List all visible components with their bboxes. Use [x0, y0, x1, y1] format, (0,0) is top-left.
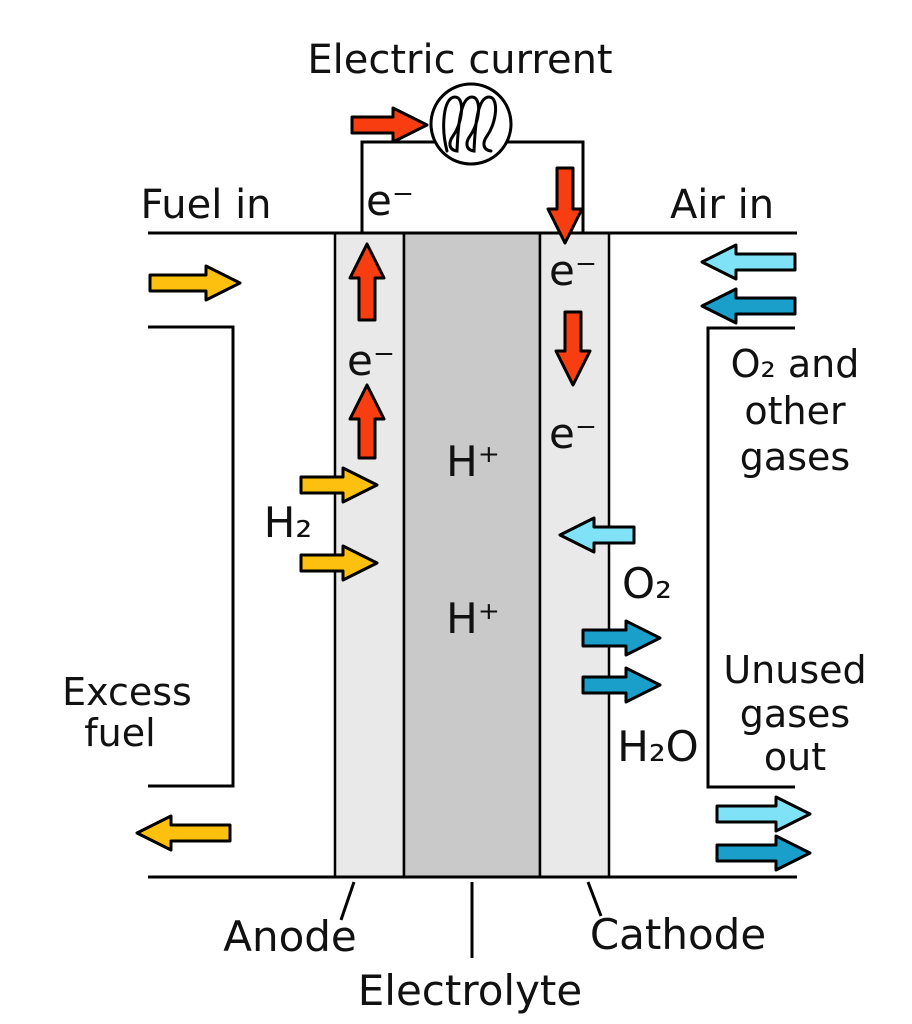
- unused-gases-out-arrow-light: [715, 795, 812, 833]
- unused-gases-line-2: gases: [740, 692, 850, 736]
- air-in-arrow-light: [700, 243, 797, 281]
- wire-electron-label: e⁻: [366, 176, 414, 225]
- electrolyte-label: Electrolyte: [358, 966, 582, 1015]
- cathode-leader-line: [586, 881, 603, 917]
- water-label: H₂O: [617, 722, 698, 771]
- proton-label-bottom: H⁺: [446, 594, 500, 643]
- electrolyte-region: [402, 231, 542, 879]
- excess-fuel-channel-line: [148, 325, 235, 788]
- oxygen-in-line-1: O₂ and: [731, 342, 860, 386]
- fuel-in-label: Fuel in: [140, 182, 271, 228]
- hydrogen-arrow-top: [299, 466, 379, 504]
- unused-gases-line-3: out: [764, 735, 826, 779]
- cathode-electron-arrow: [554, 310, 592, 387]
- electric-current-label: Electric current: [307, 37, 612, 83]
- water-out-arrow-top: [581, 619, 662, 657]
- air-in-label: Air in: [670, 182, 774, 228]
- anode-electron-label: e⁻: [347, 336, 395, 385]
- current-into-coil-arrow: [350, 106, 429, 144]
- anode-electron-arrow-bottom: [348, 383, 386, 460]
- unused-gases-out-arrow-dark: [715, 834, 812, 872]
- oxygen-label: O₂: [622, 559, 672, 608]
- water-out-arrow-bottom: [581, 666, 662, 704]
- excess-fuel-out-arrow: [135, 814, 232, 852]
- cathode-electron-label-mid: e⁻: [549, 409, 597, 458]
- oxygen-in-line-2: other: [744, 389, 846, 433]
- excess-fuel-line-2: fuel: [84, 711, 155, 755]
- hydrogen-label: H₂: [264, 498, 312, 547]
- oxygen-in-line-3: gases: [740, 435, 850, 479]
- anode-electron-arrow-top: [348, 242, 386, 322]
- cathode-electron-label-top: e⁻: [549, 246, 597, 295]
- anode-label: Anode: [223, 912, 357, 961]
- cathode-label: Cathode: [590, 910, 766, 959]
- excess-fuel-line-1: Excess: [62, 670, 192, 714]
- unused-gases-line-1: Unused: [723, 648, 866, 692]
- hydrogen-arrow-bottom: [299, 544, 379, 582]
- oxygen-into-cathode-arrow: [558, 516, 636, 554]
- coil-icon: [442, 95, 497, 153]
- air-in-arrow-dark: [700, 287, 797, 325]
- proton-label-top: H⁺: [446, 437, 500, 486]
- fuel-in-arrow: [148, 264, 242, 302]
- anode-leader-line: [339, 881, 356, 921]
- electron-down-wire-arrow: [546, 166, 584, 245]
- unused-gases-channel-line: [706, 326, 795, 789]
